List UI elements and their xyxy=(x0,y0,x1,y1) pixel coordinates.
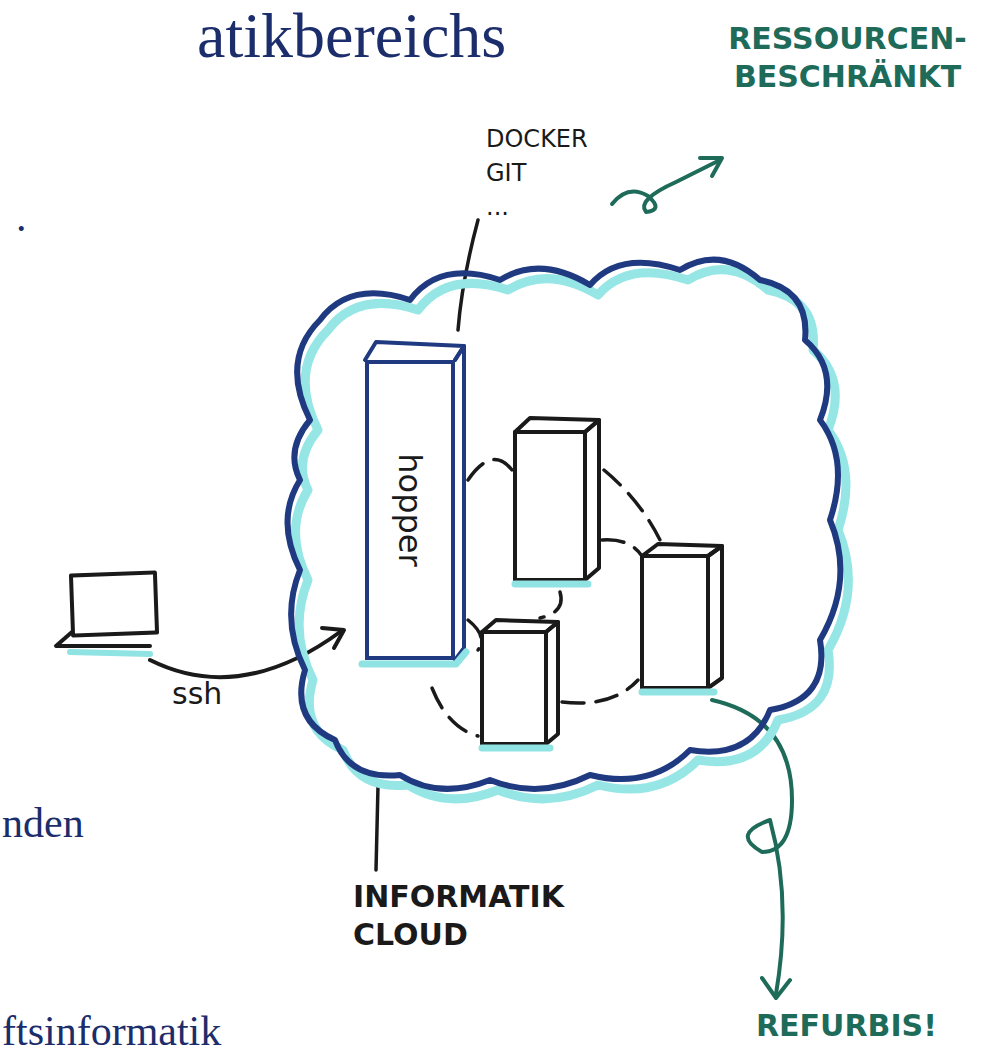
server-box: hopper xyxy=(365,360,455,660)
handwritten-note: RESSOURCEN- BESCHRÄNKT xyxy=(705,20,990,96)
leader-line xyxy=(376,786,378,870)
server-name: hopper xyxy=(391,453,429,566)
cloud-outline xyxy=(285,250,845,810)
handwritten-note: DOCKER GIT ... xyxy=(486,122,596,224)
callout-arrowhead xyxy=(762,978,790,998)
cloud-label: INFORMATIK CLOUD xyxy=(353,878,583,954)
ssh-arrowhead xyxy=(322,628,344,648)
callout-arrow xyxy=(712,700,792,994)
slide-text: ftsinformatik xyxy=(2,1010,221,1052)
handwritten-note: REFURBIS! xyxy=(756,1008,937,1044)
server-box xyxy=(482,620,558,748)
slide-text: nden xyxy=(2,802,84,844)
server-box xyxy=(642,544,722,692)
slide-title: atikbereichs xyxy=(197,4,506,68)
network-link xyxy=(432,460,660,736)
slide-text: . xyxy=(16,196,27,238)
server-box xyxy=(515,418,599,584)
callout-arrow xyxy=(612,160,720,212)
laptop-icon xyxy=(56,573,157,654)
connection-label: ssh xyxy=(172,676,222,712)
hopper-box-faces xyxy=(362,342,466,664)
cloud-region: INFORMATIK CLOUDhopper xyxy=(285,250,845,810)
callout-arrowhead xyxy=(700,158,722,176)
